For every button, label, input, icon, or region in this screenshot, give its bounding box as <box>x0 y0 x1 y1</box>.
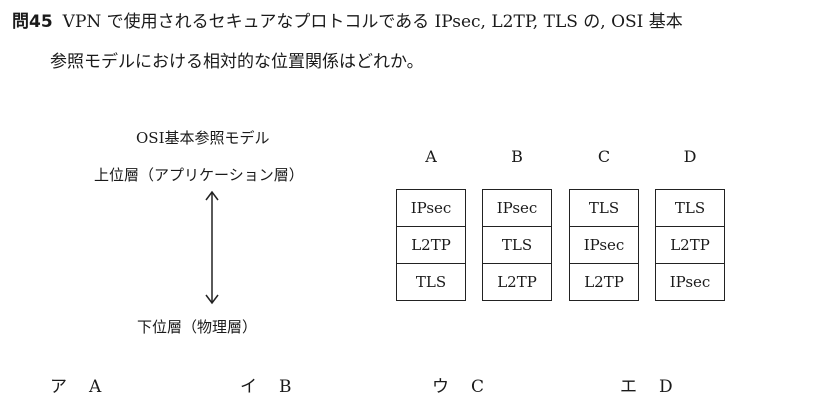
answer-kana: エ <box>620 377 637 397</box>
answer-letter: A <box>89 377 102 397</box>
layer-cell: L2TP <box>584 273 624 291</box>
osi-lower-layer-label: 下位層（物理層） <box>137 318 258 336</box>
layer-cell: IPsec <box>570 227 638 264</box>
column-header-b: B <box>511 147 523 166</box>
osi-upper-layer-label: 上位層（アプリケーション層） <box>94 166 304 184</box>
layer-cell: TLS <box>570 190 638 227</box>
question-text-line-2: 参照モデルにおける相対的な位置関係はどれか。 <box>50 52 424 72</box>
answer-letter: D <box>659 377 673 397</box>
layer-cell: L2TP <box>497 273 537 291</box>
layer-stack-a: IPsec L2TP TLS <box>396 189 466 301</box>
answer-kana: ア <box>50 377 67 397</box>
column-header-d: D <box>683 147 697 166</box>
answer-letter: B <box>279 377 292 397</box>
question-number: 問45 <box>12 12 53 32</box>
layer-cell: IPsec <box>669 273 711 291</box>
layer-cell: L2TP <box>397 227 465 264</box>
question-text-line-1: VPN で使用されるセキュアなプロトコルである IPsec, L2TP, TLS… <box>62 12 683 32</box>
layer-cell: IPsec <box>397 190 465 227</box>
layer-stack-d: TLS L2TP IPsec <box>655 189 725 301</box>
column-header-c: C <box>597 147 611 166</box>
layer-cell: IPsec <box>483 190 551 227</box>
layer-cell: TLS <box>483 227 551 264</box>
double-arrow-icon <box>205 190 219 305</box>
layer-cell: L2TP <box>656 227 724 264</box>
layer-stack-b: IPsec TLS L2TP <box>482 189 552 301</box>
answer-letter: C <box>471 377 485 397</box>
layer-stack-c: TLS IPsec L2TP <box>569 189 639 301</box>
answer-kana: イ <box>240 377 257 397</box>
column-header-a: A <box>425 147 437 166</box>
layer-cell: TLS <box>415 273 447 291</box>
layer-cell: TLS <box>656 190 724 227</box>
answer-kana: ウ <box>432 377 449 397</box>
osi-model-title: OSI基本参照モデル <box>136 129 270 147</box>
question-line-1: 問45 VPN で使用されるセキュアなプロトコルである IPsec, L2TP, … <box>12 10 683 34</box>
